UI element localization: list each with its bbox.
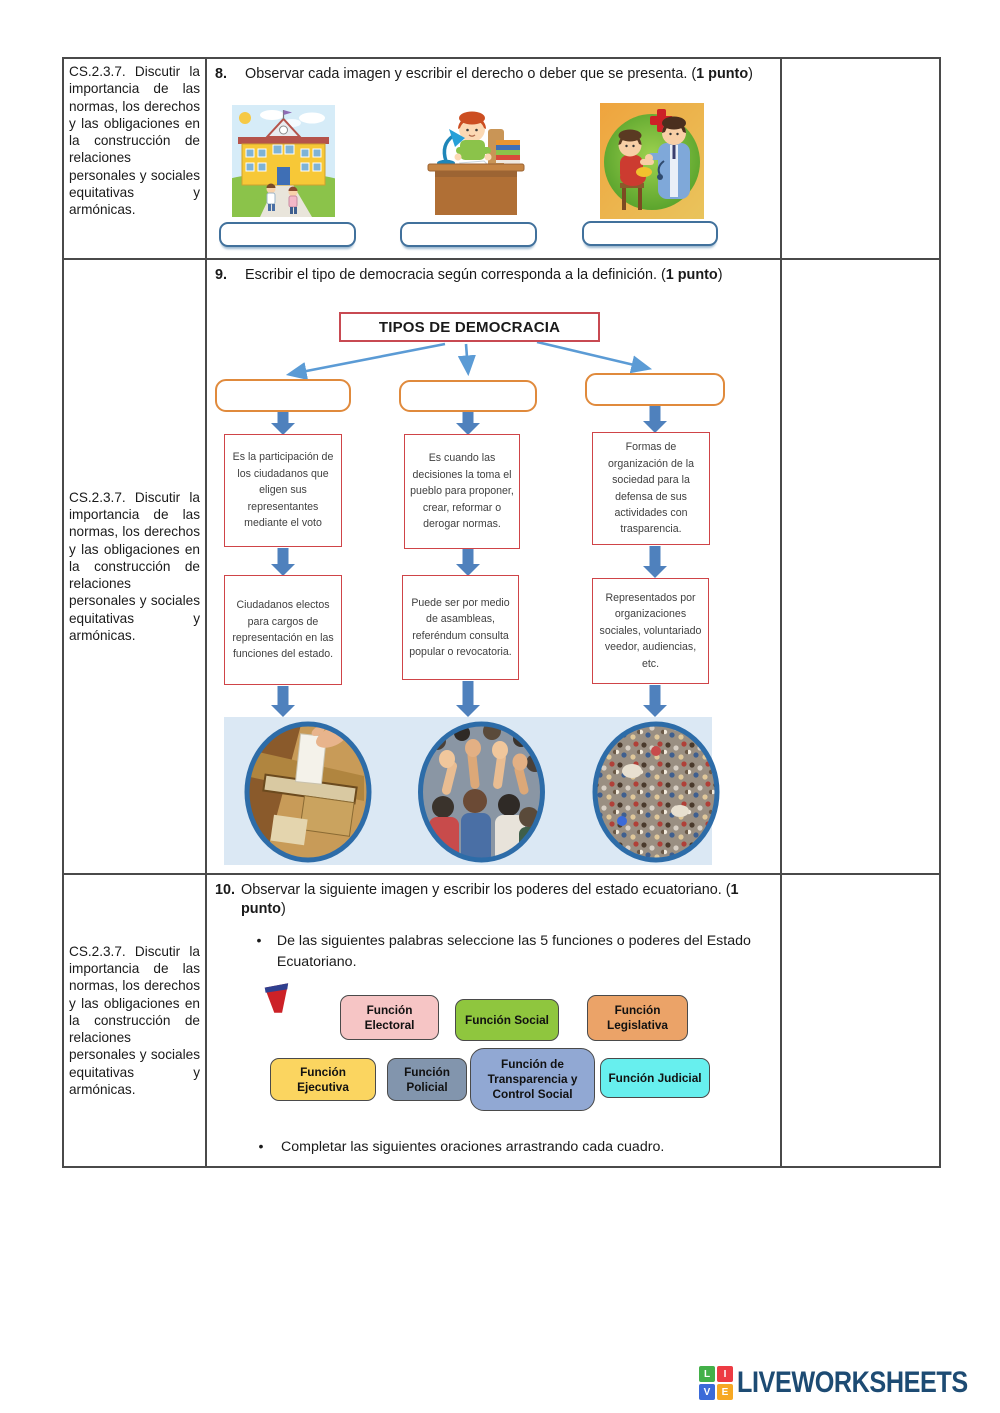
crowd-raised-hands-photo [418, 721, 545, 863]
detail-box-1: Ciudadanos electos para cargos de repres… [224, 575, 342, 685]
question-8-text: Observar cada imagen y escribir el derec… [245, 66, 753, 82]
q8-answer-input-2[interactable] [400, 222, 537, 247]
question-10-line: 10. Observar la siguiente imagen y escri… [207, 875, 780, 918]
option-funcion-transparencia[interactable]: Función de Transparencia y Control Socia… [470, 1048, 595, 1111]
option-funcion-ejecutiva[interactable]: Función Ejecutiva [270, 1058, 376, 1101]
criterion-cell-1: CS.2.3.7. Discutir la importancia de las… [64, 59, 205, 258]
option-funcion-policial[interactable]: Función Policial [387, 1058, 467, 1101]
diagram-title: TIPOS DE DEMOCRACIA [339, 312, 600, 342]
question-9-number: 9. [215, 267, 228, 283]
bullet-icon: • [258, 1139, 264, 1155]
empty-cell-3 [782, 875, 939, 1166]
question-10-number: 10. [215, 882, 236, 898]
logo-square-l: L [699, 1366, 715, 1382]
option-funcion-judicial[interactable]: Función Judicial [600, 1058, 710, 1098]
criterion-text: CS.2.3.7. Discutir la importancia de las… [69, 64, 200, 217]
q9-type-input-1[interactable] [215, 379, 351, 412]
logo-square-e: E [717, 1384, 733, 1400]
q8-answer-input-3[interactable] [582, 221, 718, 246]
boy-studying-illustration [427, 111, 525, 215]
logo-square-i: I [717, 1366, 733, 1382]
option-funcion-electoral[interactable]: Función Electoral [340, 995, 439, 1040]
logo-square-v: V [699, 1384, 715, 1400]
criterion-text: CS.2.3.7. Discutir la importancia de las… [69, 943, 200, 1097]
q9-type-input-3[interactable] [585, 373, 725, 406]
option-funcion-legislativa[interactable]: Función Legislativa [587, 995, 688, 1041]
detail-box-3: Representados por organizaciones sociale… [592, 578, 709, 684]
q10-bullet-1: • De las siguientes palabras seleccione … [247, 931, 752, 972]
q9-type-input-2[interactable] [399, 380, 537, 412]
liveworksheets-logo-text: LIVEWORKSHEETS [737, 1366, 968, 1399]
q10-bullet-2: • Completar las siguientes oraciones arr… [247, 1137, 752, 1158]
question-8-cell: 8. Observar cada imagen y escribir el de… [207, 59, 780, 258]
empty-cell-2 [782, 260, 939, 873]
drag-cursor-icon [264, 983, 289, 1013]
school-children-illustration [232, 105, 335, 217]
bullet-icon: • [256, 933, 262, 949]
option-funcion-social[interactable]: Función Social [455, 999, 559, 1041]
detail-box-2: Puede ser por medio de asambleas, referé… [402, 575, 519, 680]
ballot-box-voting-photo [244, 721, 372, 863]
question-9-line: 9. Escribir el tipo de democracia según … [207, 260, 780, 285]
definition-box-1: Es la participación de los ciudadanos qu… [224, 434, 342, 547]
definition-box-2: Es cuando las decisiones la toma el pueb… [404, 434, 520, 549]
liveworksheets-logo-squares: L I V E [699, 1366, 733, 1400]
question-10-cell: 10. Observar la siguiente imagen y escri… [207, 875, 780, 1166]
empty-cell-1 [782, 59, 939, 258]
criterion-text: CS.2.3.7. Discutir la importancia de las… [69, 489, 200, 643]
worksheet-table: CS.2.3.7. Discutir la importancia de las… [62, 57, 941, 1168]
question-8-line: 8. Observar cada imagen y escribir el de… [207, 59, 780, 84]
question-9-cell: 9. Escribir el tipo de democracia según … [207, 260, 780, 873]
criterion-cell-3: CS.2.3.7. Discutir la importancia de las… [64, 875, 205, 1166]
definition-box-3: Formas de organización de la sociedad pa… [592, 432, 710, 545]
liveworksheets-logo: L I V E LIVEWORKSHEETS [699, 1366, 1000, 1400]
question-8-number: 8. [215, 66, 228, 82]
criterion-cell-2: CS.2.3.7. Discutir la importancia de las… [64, 260, 205, 873]
large-crowd-photo [592, 721, 720, 863]
doctor-examining-child-illustration [600, 103, 704, 219]
question-10-text: Observar la siguiente imagen y escribir … [241, 882, 739, 917]
q8-answer-input-1[interactable] [219, 222, 356, 247]
question-9-text: Escribir el tipo de democracia según cor… [245, 267, 723, 283]
